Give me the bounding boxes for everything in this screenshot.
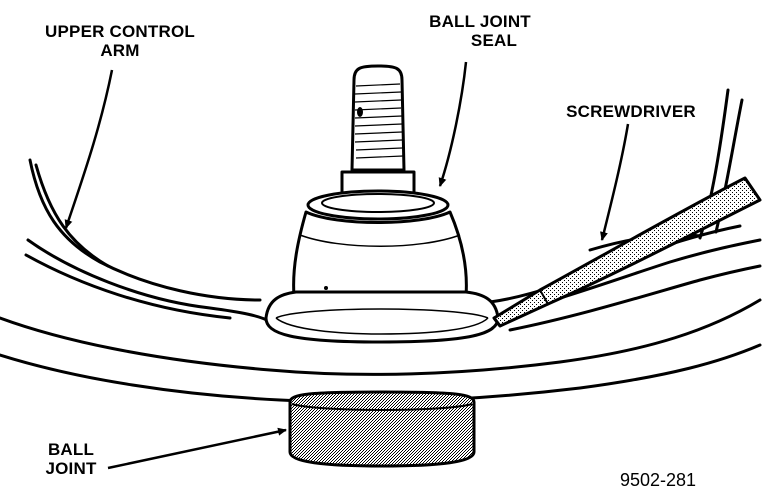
figure-number: 9502-281 [620,470,697,490]
leader-lines [64,61,630,470]
label-ball-joint: BALL JOINT [36,440,106,478]
label-upper-control-arm: UPPER CONTROL ARM [30,22,210,60]
label-ball-joint-seal-line2: SEAL [470,31,518,50]
label-ball-joint-line2: JOINT [45,459,97,478]
label-ball-joint-seal-line1: BALL JOINT [429,12,531,31]
arrow-ball-joint-seal [438,61,468,187]
arrow-upper-control-arm [64,69,114,229]
label-ball-joint-seal: BALL JOINT SEAL [420,12,540,50]
label-ball-joint-line1: BALL [47,440,95,459]
arrow-ball-joint [107,427,287,470]
ball-joint-seal [264,189,500,344]
ball-joint-stud [340,64,416,202]
arrow-screwdriver [600,123,630,241]
label-screwdriver-text: SCREWDRIVER [566,102,696,121]
ball-joint-housing [288,390,476,468]
screwdriver [492,176,762,328]
label-upper-control-arm-line2: ARM [100,41,140,60]
label-screwdriver: SCREWDRIVER [556,102,706,121]
label-upper-control-arm-line1: UPPER CONTROL [45,22,195,41]
